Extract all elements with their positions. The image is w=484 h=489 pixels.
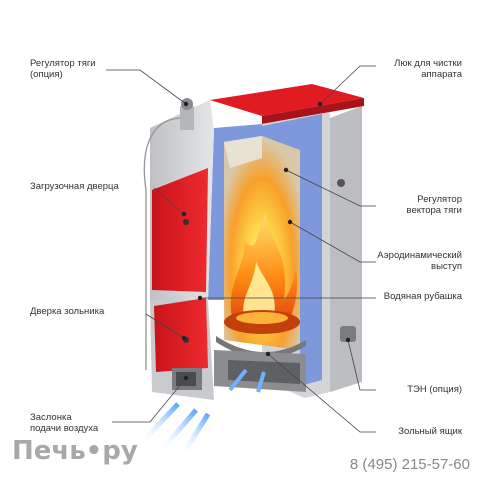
air-flow-arrows bbox=[138, 368, 266, 458]
leader-dot bbox=[287, 219, 293, 225]
water-jacket-back bbox=[262, 114, 322, 386]
leader-thrust-vector bbox=[285, 169, 376, 207]
air-arrow-icon bbox=[179, 412, 211, 458]
leader-heating-element bbox=[347, 339, 376, 391]
leader-draft-regulator bbox=[106, 69, 187, 105]
top-lid-edge bbox=[262, 98, 364, 124]
leader-dot bbox=[183, 101, 189, 107]
label-line: Регулятор bbox=[417, 194, 462, 205]
loading-door-handle-icon bbox=[183, 219, 189, 225]
side-knob bbox=[337, 179, 345, 187]
label-heating-element: ТЭН (опция) bbox=[407, 384, 462, 395]
label-line: Люк для чистки bbox=[394, 58, 462, 69]
label-line: Заслонка bbox=[30, 412, 72, 423]
label-line: (опция) bbox=[30, 69, 63, 80]
leader-aerodynamic bbox=[289, 221, 376, 263]
leader-dot bbox=[317, 101, 323, 107]
label-line: Регулятор тяги bbox=[30, 58, 96, 69]
leader-dot bbox=[265, 351, 271, 357]
label-line: вектора тяги bbox=[406, 205, 463, 216]
air-arrow-icon bbox=[158, 408, 198, 454]
coal-glow bbox=[236, 312, 288, 324]
air-arrow-icon bbox=[228, 368, 248, 392]
leader-dot bbox=[181, 211, 187, 217]
heating-element-fitting bbox=[340, 326, 356, 342]
aerodynamic-ledge bbox=[224, 136, 262, 168]
leader-dot bbox=[283, 167, 289, 173]
leader-dots bbox=[181, 101, 351, 381]
right-side-panel bbox=[330, 106, 362, 392]
ash-door bbox=[154, 298, 208, 372]
label-line: подачи воздуха bbox=[30, 423, 99, 434]
label-line: выступ bbox=[431, 261, 462, 272]
label-air-damper: Заслонка подачи воздуха bbox=[30, 412, 98, 434]
label-cleaning-hatch: Люк для чистки аппарата bbox=[394, 58, 462, 80]
label-aerodynamic-ledge: Аэродинамический выступ bbox=[377, 250, 462, 272]
phone-number: 8 (495) 215-57-60 bbox=[349, 456, 470, 473]
loading-door bbox=[152, 168, 208, 292]
air-arrow-icon bbox=[138, 402, 180, 446]
leader-cleaning-hatch bbox=[319, 65, 376, 105]
label-loading-door: Загрузочная дверца bbox=[30, 181, 119, 192]
leader-loading-door bbox=[153, 187, 185, 215]
draft-regulator-body bbox=[180, 106, 194, 130]
brand-logo: Печь•ру bbox=[12, 436, 138, 466]
leader-dot bbox=[183, 375, 189, 381]
label-line: аппарата bbox=[421, 69, 462, 80]
label-ash-box: Зольный ящик bbox=[398, 426, 462, 437]
label-water-jacket: Водяная рубашка bbox=[383, 291, 462, 302]
leader-dot bbox=[197, 295, 203, 301]
draft-regulator-chain bbox=[143, 117, 181, 370]
label-thrust-vector-regulator: Регулятор вектора тяги bbox=[407, 194, 463, 216]
water-jacket-left bbox=[208, 124, 262, 300]
leader-dot bbox=[181, 335, 187, 341]
leader-lines bbox=[106, 65, 376, 433]
leader-ash-box bbox=[267, 353, 376, 433]
leader-dot bbox=[345, 337, 351, 343]
air-arrow-icon bbox=[256, 371, 266, 393]
leader-ash-door bbox=[145, 313, 185, 339]
label-draft-regulator: Регулятор тяги (опция) bbox=[30, 58, 96, 80]
label-ash-door: Дверка зольника bbox=[30, 306, 105, 317]
top-lid bbox=[210, 84, 364, 116]
flame-inner bbox=[243, 262, 275, 318]
label-line: Аэродинамический bbox=[377, 250, 462, 261]
leader-air-damper bbox=[112, 377, 187, 423]
